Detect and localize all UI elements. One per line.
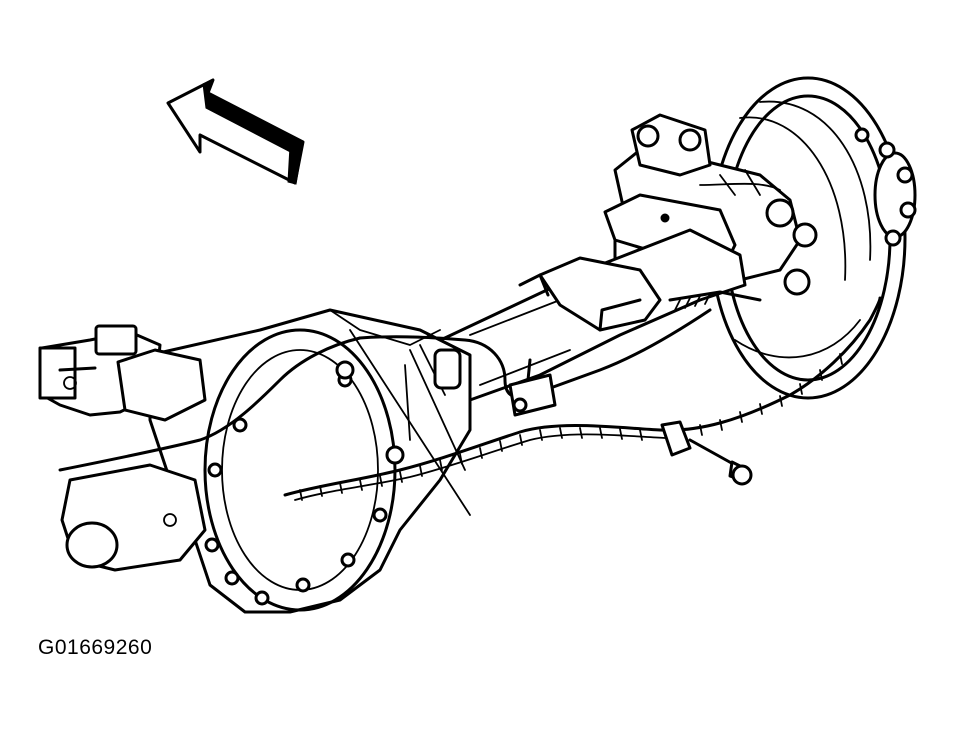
- direction-arrow-icon: [166, 78, 305, 185]
- axle-tube: [428, 228, 747, 402]
- cable-bracket: [508, 358, 557, 417]
- cable-clip-bolt: [660, 420, 753, 486]
- axle-tube-left: [60, 463, 207, 572]
- figure-id-label: G01669260: [38, 636, 153, 659]
- parking-brake-cable: [58, 290, 882, 501]
- leader-lines: [349, 329, 471, 516]
- differential-housing: [148, 308, 472, 614]
- pinion-yoke: [38, 324, 207, 422]
